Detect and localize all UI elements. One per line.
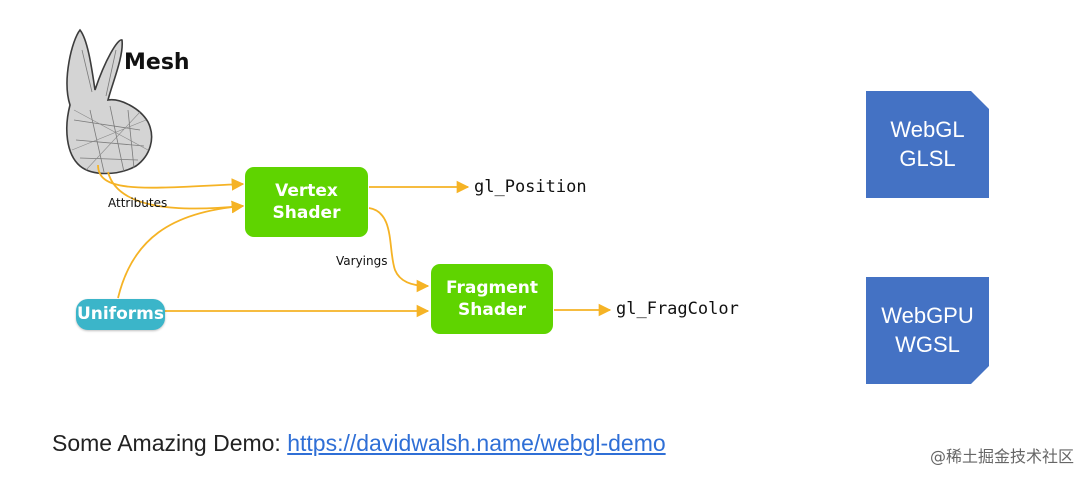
webgpu-wgsl-box: WebGPU WGSL [866, 277, 989, 384]
fragment-shader-box: Fragment Shader [431, 264, 553, 334]
varyings-label: Varyings [336, 254, 388, 268]
attributes-arrow-2 [107, 171, 245, 214]
gl-position-output: gl_Position [474, 177, 587, 197]
vertex-shader-line2: Shader [272, 203, 341, 223]
webgl-glsl-box: WebGL GLSL [866, 91, 989, 198]
bunny-mesh-icon [66, 28, 153, 175]
wgsl-label: WGSL [895, 331, 960, 357]
webgpu-label: WebGPU [881, 302, 974, 328]
fragment-shader-line2: Shader [458, 300, 526, 320]
uniforms-box: Uniforms [76, 299, 165, 330]
uniforms-to-vertex-arrow [117, 200, 245, 299]
attributes-arrow-1 [97, 164, 245, 191]
glsl-label: GLSL [899, 145, 956, 171]
demo-prefix: Some Amazing Demo: [52, 430, 288, 456]
mesh-label: Mesh [124, 50, 190, 75]
attributes-label: Attributes [108, 196, 168, 210]
vertex-shader-box: Vertex Shader [245, 167, 368, 237]
webgl-label: WebGL [890, 116, 965, 142]
gl-fragcolor-output: gl_FragColor [616, 299, 739, 319]
demo-link[interactable]: https://davidwalsh.name/webgl-demo [287, 430, 666, 456]
source-credit: @稀土掘金技术社区 [929, 447, 1074, 466]
fragment-shader-line1: Fragment [445, 277, 539, 298]
vertex-shader-line1: Vertex [275, 180, 338, 201]
demo-line: Some Amazing Demo: https://davidwalsh.na… [52, 430, 666, 457]
varyings-arrow [368, 207, 430, 293]
